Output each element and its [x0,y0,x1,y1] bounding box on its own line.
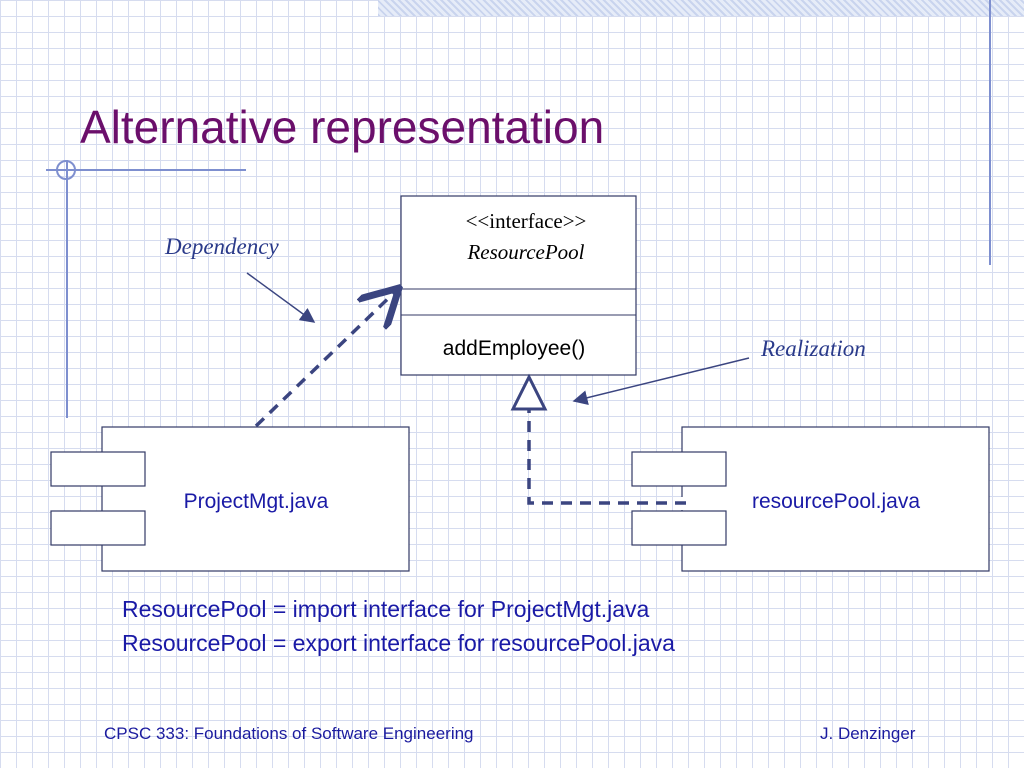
realization-label: Realization [760,336,866,361]
component-port-top [50,451,146,487]
interface-name: ResourcePool [466,240,584,264]
dependency-label: Dependency [164,234,279,259]
left-decorative-line [66,160,68,418]
component-resourcepool: resourcePool.java [631,426,990,572]
right-decorative-line [989,0,991,265]
component-left-label: ProjectMgt.java [184,490,329,513]
component-right-label: resourcePool.java [752,490,920,513]
component-port-top [631,451,727,487]
top-decorative-band [378,0,1024,16]
interface-stereotype: <<interface>> [466,209,587,233]
dependency-arrow [254,288,399,428]
footer-course: CPSC 333: Foundations of Software Engine… [104,724,474,743]
note-import-interface: ResourcePool = import interface for Proj… [122,596,650,622]
realization-triangle [510,373,548,411]
dependency-pointer-arrow [246,272,316,323]
realization-line [527,410,686,505]
component-projectmgt: ProjectMgt.java [50,426,410,572]
note-export-interface: ResourcePool = export interface for reso… [122,630,675,656]
footer-author: J. Denzinger [820,724,916,743]
component-port-bottom [50,510,146,546]
component-port-bottom [631,510,727,546]
title-underline-decoration [46,169,246,171]
slide-title: Alternative representation [80,101,605,153]
realization-pointer-arrow [572,357,750,406]
decorative-circle [56,160,76,180]
interface-box: <<interface>> ResourcePool addEmployee() [400,195,637,376]
interface-operation: addEmployee() [443,337,585,360]
